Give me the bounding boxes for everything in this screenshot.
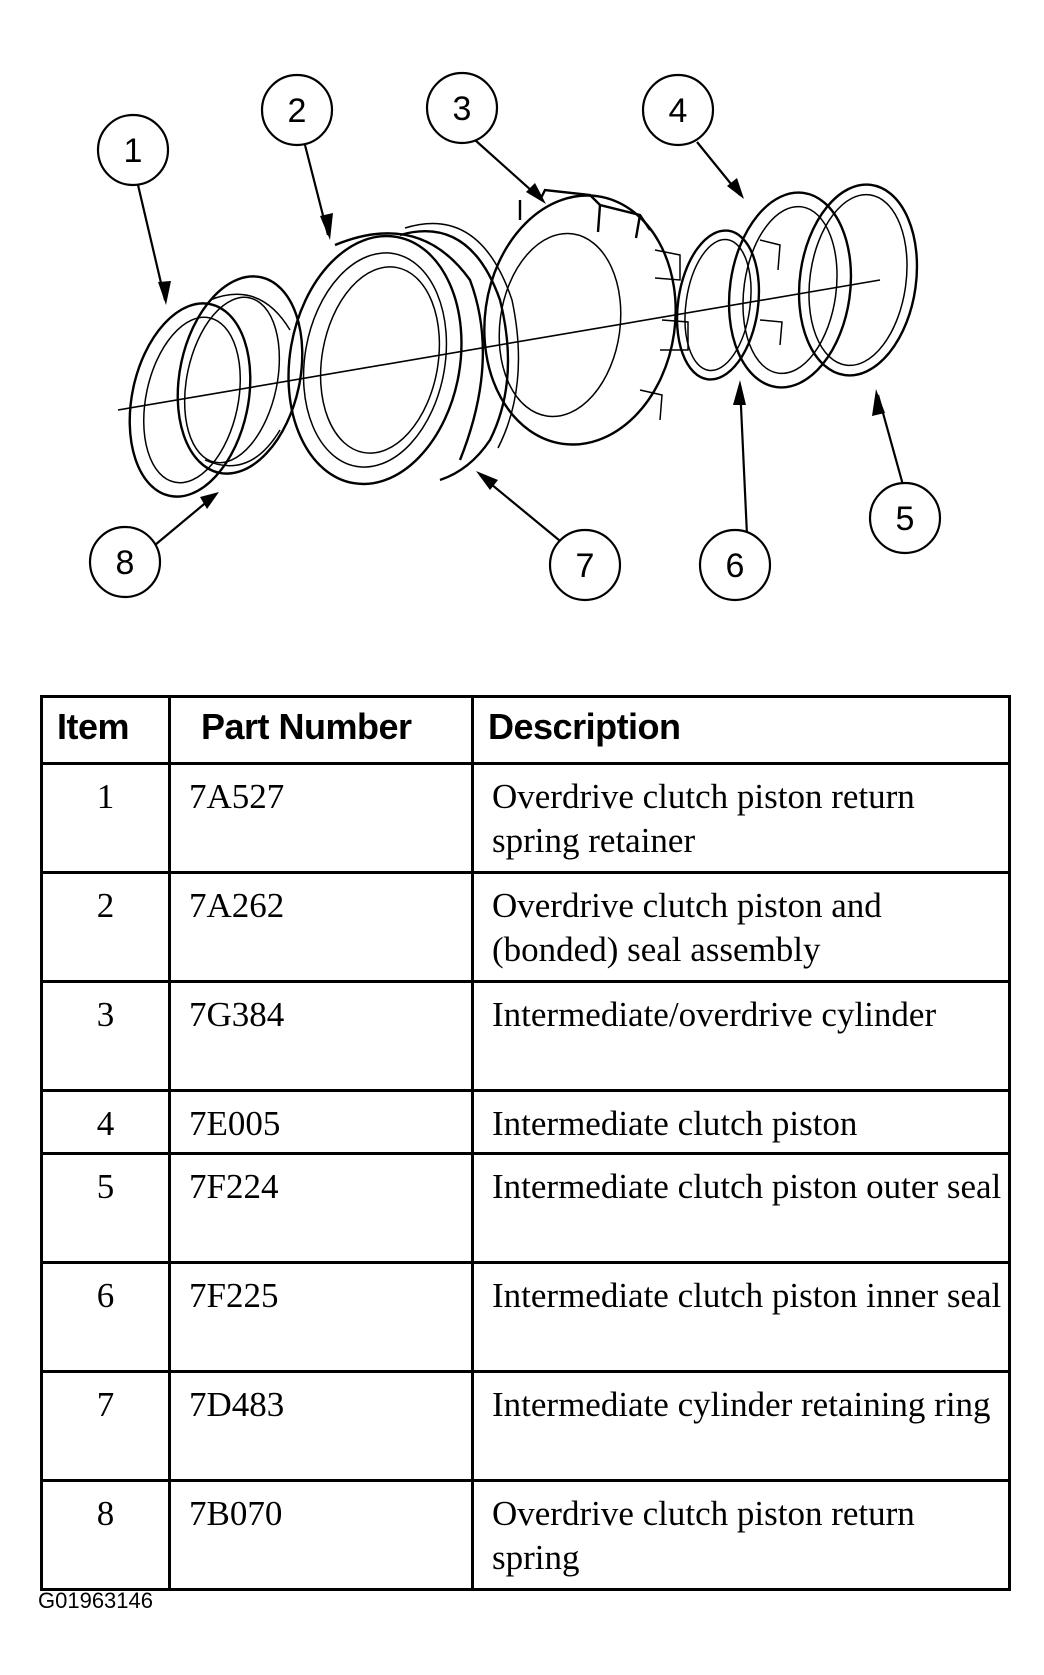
callout-7: 7: [548, 528, 622, 602]
item-cell: 5: [40, 1152, 171, 1264]
table-row: 2 7A262 Overdrive clutch piston and (bon…: [40, 871, 1011, 983]
parts-table: Item Part Number Description 1 7A527 Ove…: [40, 695, 1011, 1591]
part-number-cell: 7G384: [168, 980, 474, 1092]
part-number-cell: 7F225: [168, 1261, 474, 1373]
description-cell: Overdrive clutch piston and (bonded) sea…: [471, 871, 1011, 983]
callout-1: 1: [96, 113, 170, 187]
table-row: 8 7B070 Overdrive clutch piston return s…: [40, 1479, 1011, 1591]
callout-8: 8: [88, 525, 162, 599]
leader-line-2: [303, 144, 333, 240]
header-part-number: Part Number: [168, 695, 474, 765]
callout-6-label: 6: [726, 547, 745, 585]
description-cell: Overdrive clutch piston return spring re…: [471, 762, 1011, 874]
callout-4: 4: [641, 73, 715, 147]
leader-line-4: [696, 141, 744, 199]
callout-2: 2: [260, 73, 334, 147]
callout-8-label: 8: [116, 544, 135, 582]
leader-line-1: [136, 184, 171, 305]
callout-5-label: 5: [896, 500, 915, 538]
description-cell: Overdrive clutch piston return spring: [471, 1479, 1011, 1591]
table-row: 6 7F225 Intermediate clutch piston inner…: [40, 1261, 1011, 1373]
callout-3-label: 3: [453, 90, 472, 128]
part-1-spring-retainer: [176, 275, 304, 475]
item-cell: 6: [40, 1261, 171, 1373]
part-number-cell: 7B070: [168, 1479, 474, 1591]
part-5-outer-seal: [797, 183, 919, 377]
part-number-cell: 7A262: [168, 871, 474, 983]
leader-line-8: [154, 492, 219, 546]
item-cell: 4: [40, 1089, 171, 1155]
description-cell: Intermediate clutch piston: [471, 1089, 1011, 1155]
table-row: 3 7G384 Intermediate/overdrive cylinder: [40, 980, 1011, 1092]
part-3-cylinder: [483, 188, 689, 446]
callout-4-label: 4: [669, 92, 688, 130]
header-description: Description: [471, 695, 1011, 765]
table-row: 7 7D483 Intermediate cylinder retaining …: [40, 1370, 1011, 1482]
part-number-cell: 7A527: [168, 762, 474, 874]
callout-6: 6: [698, 528, 772, 602]
callout-7-label: 7: [576, 547, 595, 585]
leader-line-6: [733, 380, 749, 536]
item-cell: 8: [40, 1479, 171, 1591]
part-number-cell: 7E005: [168, 1089, 474, 1155]
description-cell: Intermediate clutch piston inner seal: [471, 1261, 1011, 1373]
part-8-return-spring: [128, 302, 252, 498]
table-row: 4 7E005 Intermediate clutch piston: [40, 1089, 1011, 1155]
callout-1-label: 1: [124, 132, 143, 170]
table-row: 5 7F224 Intermediate clutch piston outer…: [40, 1152, 1011, 1264]
part-6-inner-seal: [675, 229, 761, 381]
item-cell: 3: [40, 980, 171, 1092]
leader-line-7: [476, 471, 566, 546]
description-cell: Intermediate cylinder retaining ring: [471, 1370, 1011, 1482]
part-number-cell: 7D483: [168, 1370, 474, 1482]
header-item: Item: [40, 695, 171, 765]
figure-code: G01963146: [38, 1588, 153, 1613]
part-4-clutch-piston: [727, 191, 853, 389]
callout-5: 5: [868, 481, 942, 555]
table-row: 1 7A527 Overdrive clutch piston return s…: [40, 762, 1011, 874]
part-2-piston-assembly: [287, 232, 485, 486]
table-header-row: Item Part Number Description: [40, 695, 1011, 765]
item-cell: 2: [40, 871, 171, 983]
item-cell: 7: [40, 1370, 171, 1482]
item-cell: 1: [40, 762, 171, 874]
part-7-retaining-ring: [399, 222, 520, 482]
exploded-parts-diagram: 1 2 3 4 5 6 7 8: [88, 71, 942, 602]
leader-line-3: [474, 139, 546, 204]
part-number-cell: 7F224: [168, 1152, 474, 1264]
description-cell: Intermediate clutch piston outer seal: [471, 1152, 1011, 1264]
description-cell: Intermediate/overdrive cylinder: [471, 980, 1011, 1092]
callout-2-label: 2: [288, 92, 307, 130]
leader-line-5: [872, 389, 905, 486]
callout-3: 3: [425, 71, 499, 145]
